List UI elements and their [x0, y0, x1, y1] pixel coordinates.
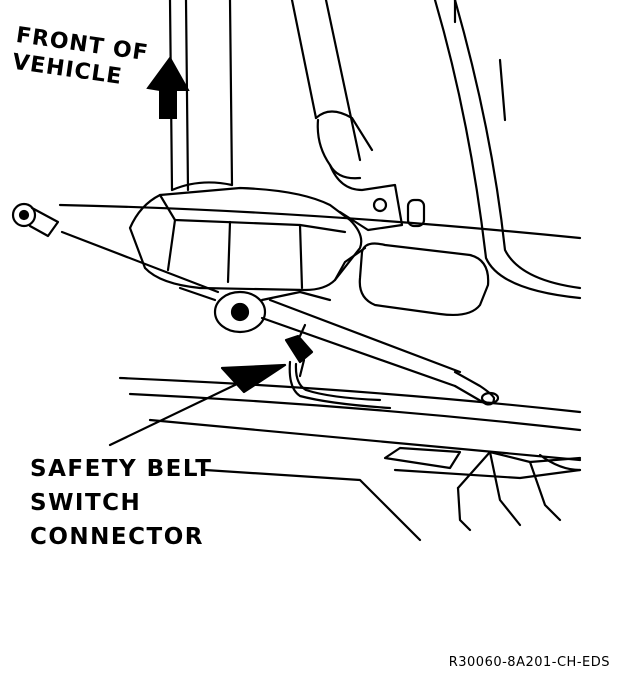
door-recess: [358, 198, 490, 317]
front-direction-arrow: [146, 56, 190, 119]
trim-bracket: [456, 450, 582, 532]
reference-code: R30060-8A201-CH-EDS: [448, 655, 610, 670]
callout-arrow: [108, 363, 287, 447]
callout-line3: CONNECTOR: [30, 524, 204, 550]
switch-connector: [284, 323, 392, 410]
anchor-pulley: [178, 286, 332, 334]
callout-line2: SWITCH: [30, 490, 142, 516]
b-pillar: [168, 0, 234, 192]
buckle-stalk: [260, 298, 500, 406]
safety-belt-switch-connector-label: SAFETY BELT SWITCH CONNECTOR: [30, 452, 212, 554]
retractor-housing: [128, 186, 367, 292]
floor-sill: [58, 203, 582, 542]
eyelet-bolt: [11, 202, 220, 294]
callout-line1: SAFETY BELT: [30, 456, 213, 482]
belt-webbing: [290, 0, 374, 162]
belt-loop: [316, 118, 404, 232]
body-panel: [433, 0, 582, 300]
